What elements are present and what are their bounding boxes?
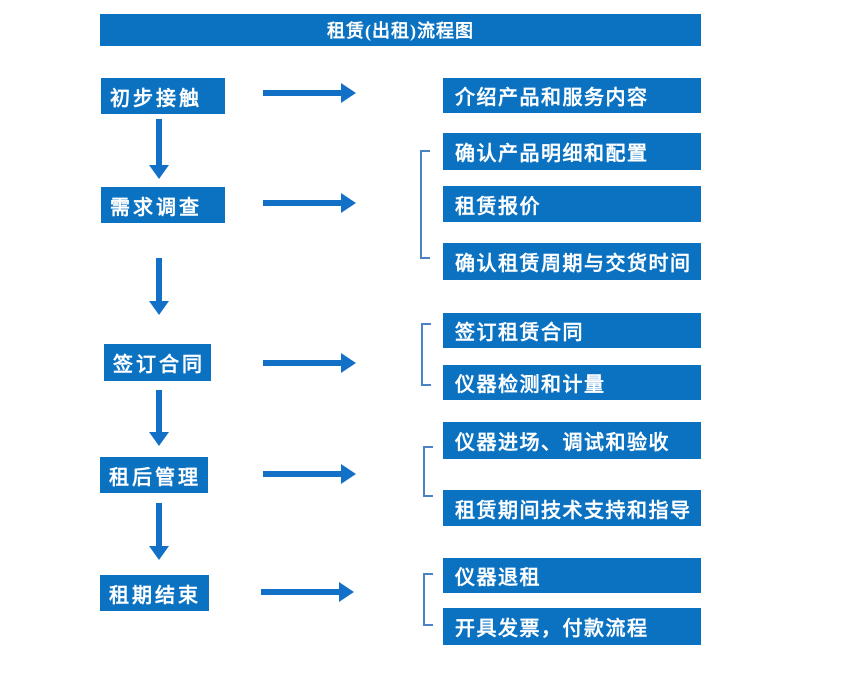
- detail-box-sign-rental-contract: 签订租赁合同: [443, 313, 701, 348]
- step-box-demand-survey: 需求调查: [101, 187, 225, 223]
- right-arrow-2-icon: [263, 193, 356, 213]
- detail-box-instrument-testing-metering: 仪器检测和计量: [443, 365, 701, 400]
- detail-box-introduce-products-services: 介绍产品和服务内容: [443, 78, 701, 113]
- detail-box-invoice-payment-process: 开具发票，付款流程: [443, 608, 701, 645]
- step-box-post-rental-management: 租后管理: [100, 457, 208, 493]
- right-arrow-4-icon: [263, 464, 356, 484]
- bracket-post-rental-group: [423, 446, 433, 497]
- down-arrow-1-icon: [149, 119, 169, 179]
- step-box-rental-end: 租期结束: [100, 575, 209, 611]
- detail-box-instrument-setup-acceptance: 仪器进场、调试和验收: [443, 422, 701, 459]
- right-arrow-3-icon: [263, 353, 356, 373]
- bracket-sign-contract-group: [421, 323, 431, 386]
- right-arrow-1-icon: [263, 83, 356, 103]
- flowchart-title: 租赁(出租)流程图: [100, 14, 701, 46]
- down-arrow-4-icon: [149, 503, 169, 560]
- step-box-sign-contract: 签订合同: [104, 344, 211, 381]
- detail-box-instrument-return: 仪器退租: [443, 558, 701, 593]
- right-arrow-5-icon: [261, 582, 354, 602]
- down-arrow-3-icon: [149, 390, 169, 446]
- bracket-demand-survey-group: [420, 150, 430, 259]
- detail-box-confirm-product-config: 确认产品明细和配置: [443, 133, 701, 170]
- detail-box-confirm-rental-period-delivery: 确认租赁周期与交货时间: [443, 243, 701, 280]
- step-box-initial-contact: 初步接触: [101, 78, 225, 114]
- detail-box-rental-quotation: 租赁报价: [443, 186, 701, 222]
- down-arrow-2-icon: [149, 258, 169, 315]
- bracket-rental-end-group: [423, 573, 433, 626]
- detail-box-technical-support-guidance: 租赁期间技术支持和指导: [443, 490, 701, 526]
